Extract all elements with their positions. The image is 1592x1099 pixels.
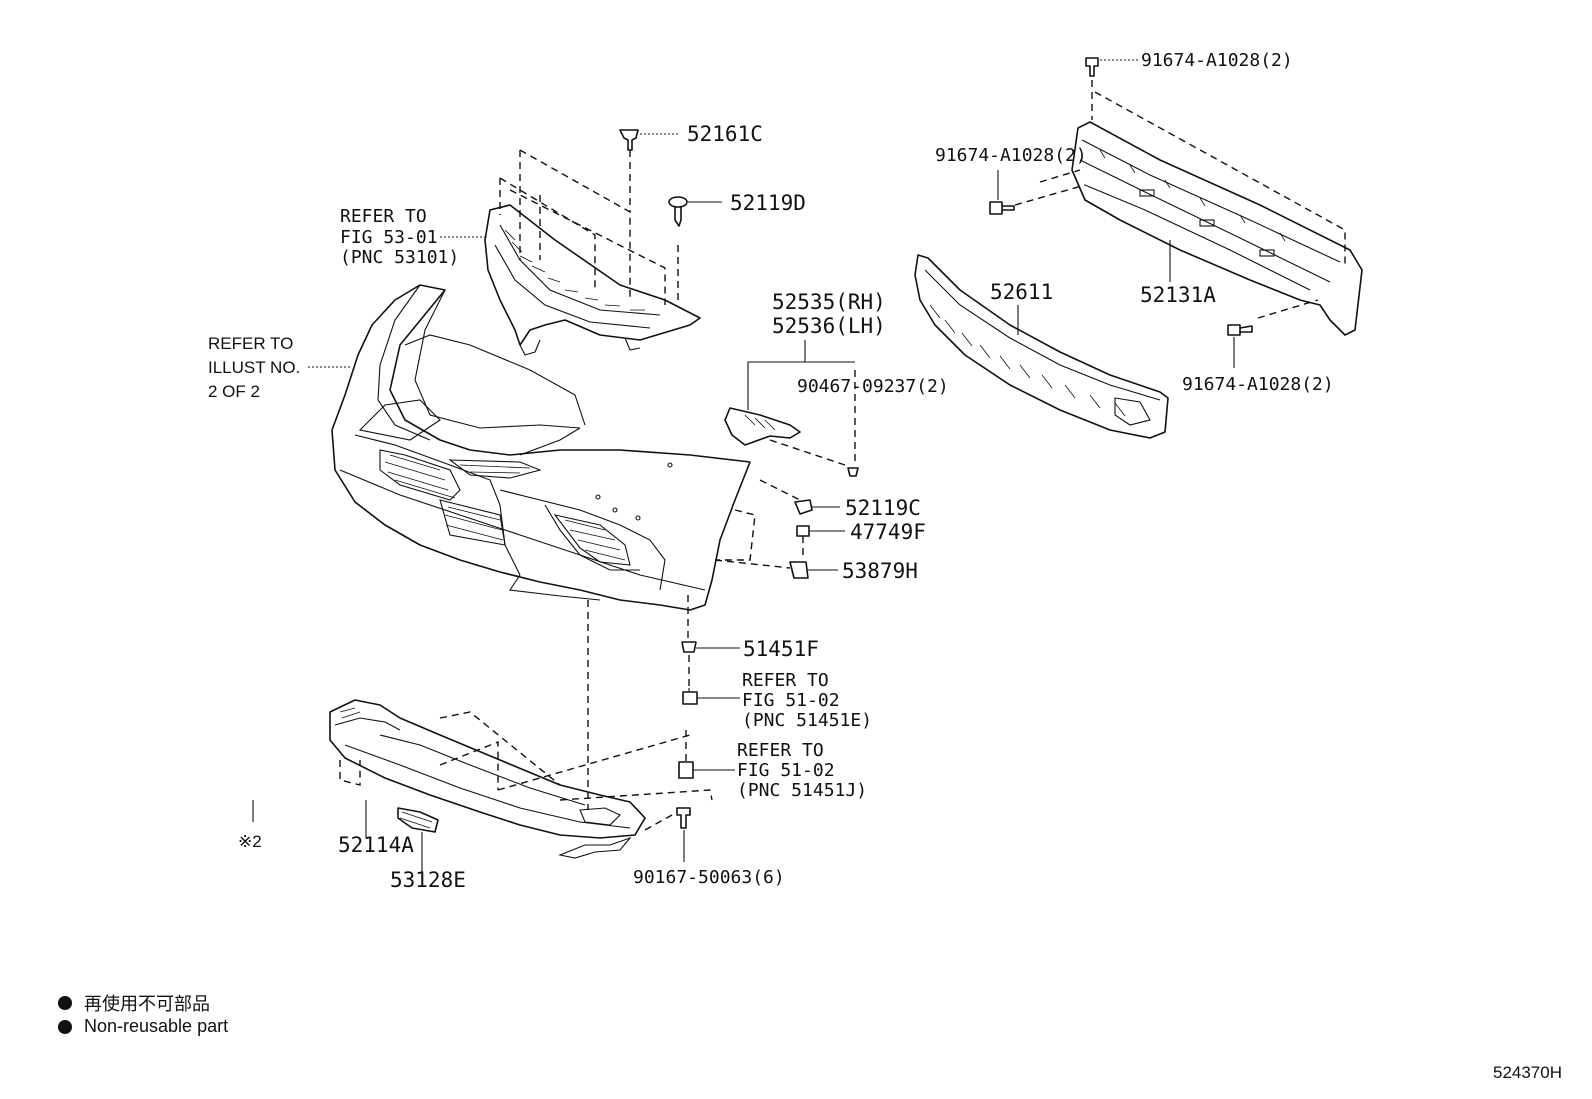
legend-row-japanese: 再使用不可部品 <box>58 990 210 1016</box>
reinforcement-dash-lines <box>1014 80 1346 319</box>
clip-90467-icon <box>847 467 859 477</box>
label-52535-rh: 52535(RH) <box>772 290 886 314</box>
label-90467: 90467-09237(2) <box>797 376 949 397</box>
under-cover-part <box>329 699 646 859</box>
bolt-91674-top-icon <box>1085 57 1138 77</box>
bracket-53879h-icon <box>789 561 838 579</box>
seal-53128e-part <box>397 807 439 833</box>
legend-english-text: Non-reusable part <box>84 1016 229 1036</box>
side-retainer-leader <box>747 340 806 410</box>
clip-52161c-icon <box>619 129 680 151</box>
label-52119d: 52119D <box>730 191 806 215</box>
refer-fig-51-02-e-line2: FIG 51-02 <box>742 690 840 711</box>
refer-fig-51-02-j-line2: FIG 51-02 <box>737 760 835 781</box>
label-91674-left: 91674-A1028(2) <box>935 145 1087 166</box>
bolt-51451j-icon <box>678 761 735 779</box>
bumper-side-dash <box>715 509 756 561</box>
note-2: ※2 <box>238 832 262 851</box>
refer-fig-51-02-j-line1: REFER TO <box>737 740 824 761</box>
label-53128e: 53128E <box>390 868 466 892</box>
label-91674-top: 91674-A1028(2) <box>1141 50 1293 71</box>
label-52114a: 52114A <box>338 833 414 857</box>
label-47749f: 47749F <box>850 520 926 544</box>
energy-absorber-part <box>914 254 1169 439</box>
label-90167: 90167-50063(6) <box>633 867 785 888</box>
refer-illust-line3: 2 OF 2 <box>208 382 260 401</box>
label-52131a: 52131A <box>1140 283 1216 307</box>
under-cover-dash-lines <box>339 711 713 831</box>
label-52536-lh: 52536(LH) <box>772 314 886 338</box>
label-91674-bottom: 91674-A1028(2) <box>1182 374 1334 395</box>
refer-fig-51-02-e-line1: REFER TO <box>742 670 829 691</box>
label-52161c: 52161C <box>687 122 763 146</box>
refer-illust-line2: ILLUST NO. <box>208 358 300 377</box>
non-reusable-dot-icon <box>58 1019 72 1034</box>
non-reusable-dot-icon <box>58 996 72 1010</box>
refer-fig-51-02-j-line3: (PNC 51451J) <box>737 780 867 801</box>
figure-id: 524370H <box>1492 1063 1562 1082</box>
refer-fig-53-01-line2: FIG 53-01 <box>340 227 438 248</box>
screw-52119d-icon <box>668 196 722 227</box>
front-bumper-cover-part <box>331 284 751 611</box>
legend-row-english: Non-reusable part <box>58 1016 228 1037</box>
clip-52119c-icon <box>794 499 840 515</box>
label-52611: 52611 <box>990 280 1053 304</box>
bumper-to-53879h-line <box>714 559 791 569</box>
refer-illust-line1: REFER TO <box>208 334 293 353</box>
bumper-to-52119c-line <box>759 479 801 501</box>
bolt-51451e-icon <box>682 688 740 705</box>
grille-mount-lines <box>499 149 679 305</box>
retainer-to-clip-line <box>769 439 846 466</box>
bumper-reinforcement-part <box>1071 121 1363 336</box>
screw-90167-icon <box>676 807 691 829</box>
bolt-91674-left-icon <box>989 201 1015 215</box>
refer-fig-53-01-line3: (PNC 53101) <box>340 247 459 268</box>
label-53879h: 53879H <box>842 559 918 583</box>
radiator-grille-part <box>484 204 701 356</box>
side-retainer-part <box>724 407 801 446</box>
refer-fig-53-01-line1: REFER TO <box>340 206 427 227</box>
refer-fig-51-02-e-line3: (PNC 51451E) <box>742 710 872 731</box>
bolt-91674-bottom-icon <box>1227 324 1253 336</box>
legend-japanese-text: 再使用不可部品 <box>84 994 210 1014</box>
clip-51451f-icon <box>681 641 740 653</box>
nut-47749f-icon <box>796 525 845 537</box>
label-51451f: 51451F <box>743 637 819 661</box>
label-52119c: 52119C <box>845 496 921 520</box>
